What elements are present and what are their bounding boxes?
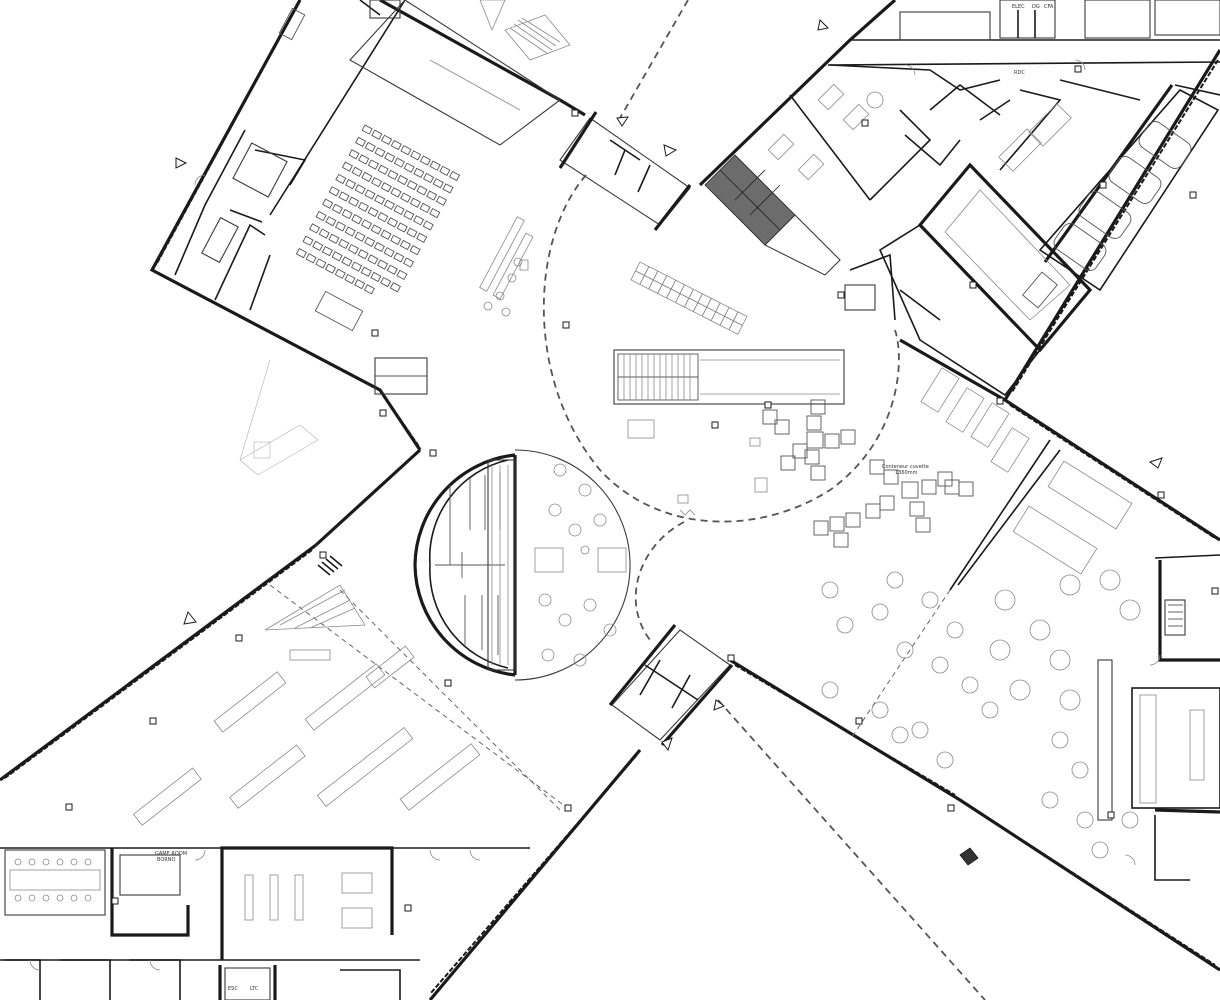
label-game-room-sub: BORNO (157, 857, 175, 863)
wing-auditorium (149, 0, 586, 547)
hub-small-items (519, 259, 768, 516)
central-bench (630, 261, 748, 335)
column-markers (65, 65, 1219, 912)
label-dg: DG (1032, 4, 1040, 10)
wing-library: GAME ROOM BORNO ESC LTC (0, 543, 642, 1000)
label-furniture-note-sub: 1360mm (895, 470, 918, 476)
label-furniture-note: Conteneur cuvette (882, 464, 929, 470)
dark-glazed-stair (704, 154, 841, 276)
central-escalator (613, 349, 845, 447)
north-entrance (558, 111, 692, 231)
label-game-room: GAME ROOM (155, 851, 187, 857)
wing-dining: Conteneur cuvette 1360mm (729, 367, 1220, 972)
label-local: LTC (250, 986, 259, 992)
wing-offices: ELEC DG CFA RDC (698, 0, 1220, 403)
circular-room (413, 449, 631, 681)
auditorium-seats (295, 124, 461, 295)
y-seating-clusters (762, 399, 974, 548)
section-markers (175, 18, 1163, 866)
central-hub-outline (542, 174, 900, 641)
label-cfa: CFA (1044, 4, 1054, 10)
label-elec: ELEC (1012, 4, 1025, 10)
label-escalier: ESC (228, 986, 238, 992)
axis-lines (339, 0, 986, 1000)
label-hall: RDC (1014, 70, 1025, 76)
door-swings (29, 59, 1161, 971)
south-entrance (608, 623, 734, 747)
